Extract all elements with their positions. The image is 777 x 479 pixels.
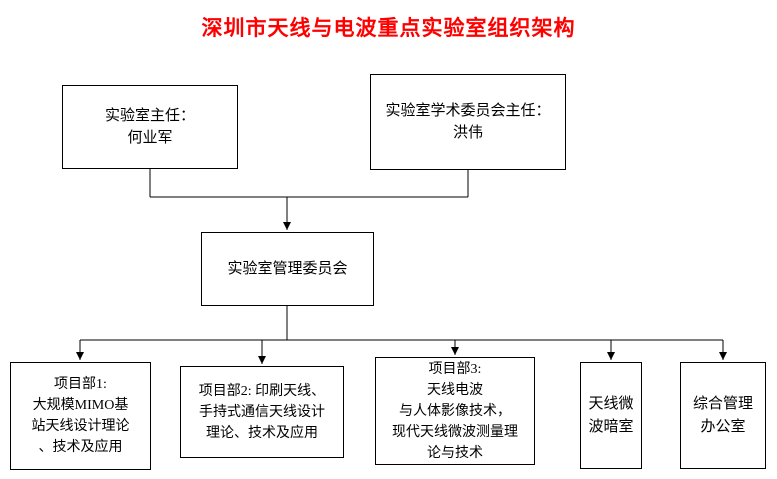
- node-anechoic-chamber: 天线微 波暗室: [580, 362, 642, 469]
- node-project-dept-1-line: 项目部1:: [54, 377, 107, 392]
- node-academic-line: 洪伟: [452, 125, 483, 141]
- node-management-office-line: 办公室: [700, 418, 746, 435]
- node-project-dept-1-line: 大规模MIMO基: [32, 398, 129, 413]
- node-management-committee-line: 实验室管理委员会: [227, 260, 348, 277]
- node-project-dept-2-line: 项目部2: 印刷天线、: [198, 383, 326, 399]
- node-anechoic-chamber-line: 波暗室: [588, 418, 634, 435]
- page-title: 深圳市天线与电波重点实验室组织架构: [201, 16, 576, 40]
- node-lab-director-line: 何业军: [127, 130, 173, 146]
- node-project-dept-1: 项目部1: 大规模MIMO基 站天线设计理论 、技术及应用: [10, 362, 151, 470]
- node-project-dept-3-line: 与人体影像技术，: [399, 403, 511, 419]
- node-management-committee: 实验室管理委员会: [201, 232, 374, 306]
- node-project-dept-3-line: 现代天线微波测量理: [392, 424, 518, 440]
- node-management-office-line: 综合管理: [692, 396, 753, 412]
- node-project-dept-3-line: 天线电波: [427, 382, 483, 398]
- node-project-dept-3: 项目部3: 天线电波 与人体影像技术， 现代天线微波测量理 论与技术: [375, 357, 535, 465]
- node-project-dept-2: 项目部2: 印刷天线、 手持式通信天线设计 理论、技术及应用: [180, 366, 344, 458]
- node-lab-director: 实验室主任： 何业军: [62, 85, 238, 169]
- node-project-dept-2-line: 理论、技术及应用: [206, 425, 318, 441]
- node-project-dept-2-line: 手持式通信天线设计: [199, 404, 325, 420]
- node-anechoic-chamber-line: 天线微: [588, 396, 634, 412]
- node-project-dept-3-line: 论与技术: [427, 445, 483, 461]
- node-academic-committee-director: 实验室学术委员会主任： 洪伟: [370, 74, 566, 170]
- node-project-dept-1-line: 、技术及应用: [38, 440, 123, 455]
- node-project-dept-1-line: 站天线设计理论: [31, 419, 130, 434]
- node-lab-director-line: 实验室主任：: [104, 107, 195, 124]
- node-project-dept-3-line: 项目部3:: [428, 361, 482, 377]
- node-academic-line: 实验室学术委员会主任：: [385, 102, 551, 119]
- node-management-office: 综合管理 办公室: [680, 362, 766, 469]
